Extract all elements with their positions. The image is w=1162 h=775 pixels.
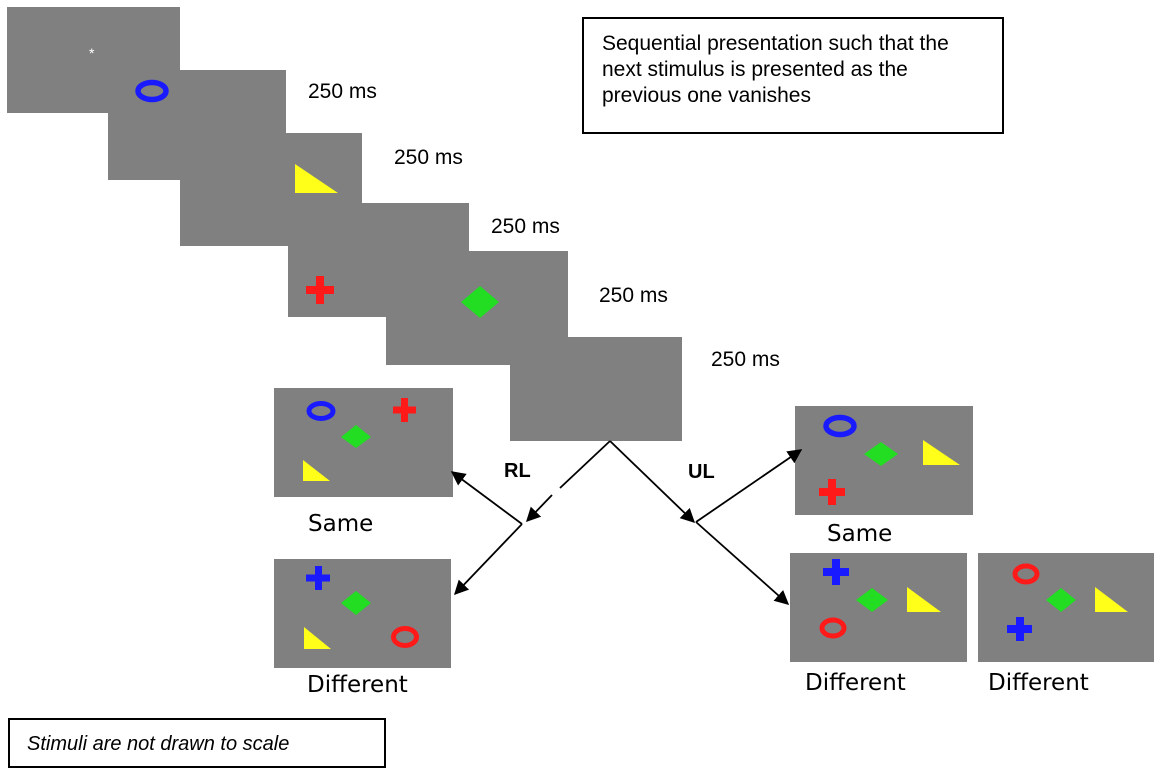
duration-label-5: 250 ms — [711, 348, 780, 371]
rl-same-caption: Same — [308, 511, 374, 537]
red-cross-icon — [306, 276, 334, 304]
presentation-note: Sequential presentation such that the ne… — [582, 17, 1004, 134]
ul-different-2-shapes — [1007, 563, 1128, 641]
ul-different-caption-1: Different — [805, 670, 906, 696]
rl-branch-label: RL — [504, 460, 531, 482]
rl-same-display — [274, 388, 453, 497]
fixation-cross: * — [89, 45, 95, 61]
yellow-triangle-icon — [295, 164, 338, 193]
duration-label-3: 250 ms — [491, 215, 560, 238]
trunk-right-arrow — [609, 440, 696, 523]
scale-note-text: Stimuli are not drawn to scale — [27, 733, 290, 755]
ul-same-caption: Same — [827, 521, 893, 547]
rl-different-display — [274, 559, 451, 668]
duration-label-2: 250 ms — [394, 146, 463, 169]
ul-same-arrow — [695, 449, 803, 523]
ul-different-1-shapes — [819, 559, 941, 639]
ul-same-display — [795, 406, 973, 515]
blank-screen — [510, 337, 682, 441]
ul-different-display-1 — [790, 553, 967, 662]
ul-different-caption-2: Different — [988, 670, 1089, 696]
presentation-note-text: Sequential presentation such that the ne… — [602, 32, 949, 107]
ul-same-shapes — [819, 414, 960, 505]
ul-different-display-2 — [978, 553, 1154, 662]
trunk-left-upper — [559, 440, 611, 489]
blue-ring-icon — [135, 79, 169, 103]
ul-different-arrow — [695, 521, 790, 605]
rl-different-caption: Different — [307, 672, 408, 698]
ul-branch-label: UL — [688, 461, 715, 483]
scale-note: Stimuli are not drawn to scale — [8, 718, 386, 768]
rl-different-arrow — [454, 523, 523, 596]
green-diamond-icon — [461, 286, 499, 318]
rl-same-arrow — [450, 471, 523, 525]
rl-different-shapes — [304, 566, 419, 649]
trunk-left-arrow — [526, 494, 553, 523]
duration-label-1: 250 ms — [308, 80, 377, 103]
duration-label-4: 250 ms — [599, 284, 668, 307]
rl-same-shapes — [303, 398, 416, 481]
